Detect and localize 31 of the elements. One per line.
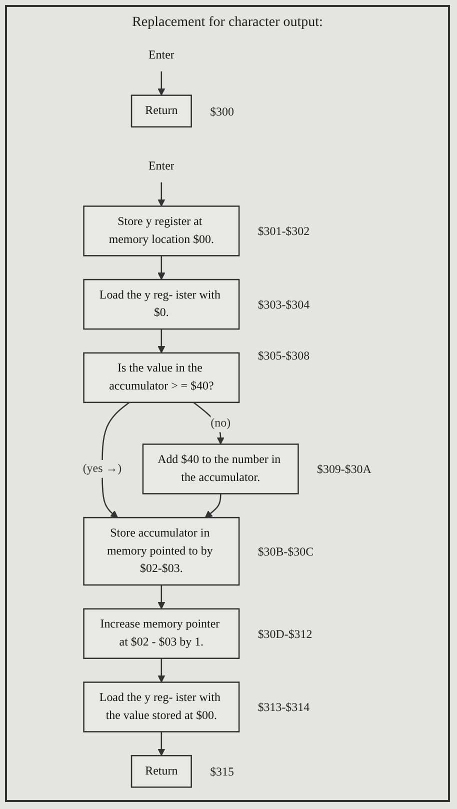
address-label: $303-$304	[258, 298, 310, 312]
node-box: Load the y reg- ister with the value stored at $00.	[83, 682, 240, 732]
node-box: Store accumulator in memory pointed to by $02-$03.	[83, 516, 240, 586]
address-label: $301-$302	[258, 224, 310, 238]
edge-label: (no)	[210, 416, 231, 430]
node-box: Is the value in the accumulator > = $40?	[83, 352, 240, 404]
note-text: Replacement for character output:	[132, 15, 323, 31]
node-text: Enter	[148, 160, 175, 173]
arrow	[158, 584, 166, 610]
address-label: $30B-$30C	[258, 544, 314, 559]
node-box: Increase memory pointer at $02 - $03 by 1.	[83, 608, 240, 659]
node-box: Return	[131, 94, 192, 128]
node-box: Add $40 to the number in the accumulator.	[142, 444, 300, 494]
address-label: $309-$30A	[317, 462, 372, 476]
node-box: Store y register at memory location $00.	[83, 206, 240, 256]
address-label: $30D-$312	[258, 626, 312, 641]
node-text: Enter	[148, 49, 175, 62]
arrow	[158, 329, 166, 354]
arrow	[158, 182, 166, 207]
arrow	[158, 732, 166, 756]
node-box: Return	[131, 754, 192, 788]
address-label: $315	[210, 764, 234, 779]
edge-label: (yes →)	[83, 462, 122, 476]
arrow	[158, 256, 166, 280]
node-box: Load the y reg- ister with $0.	[83, 278, 240, 330]
address-label: $313-$314	[258, 700, 310, 714]
address-label: $300	[210, 104, 234, 118]
address-label: $305-$308	[258, 348, 310, 363]
arrow	[158, 71, 166, 96]
arrow	[158, 658, 166, 683]
arrow	[205, 494, 222, 518]
